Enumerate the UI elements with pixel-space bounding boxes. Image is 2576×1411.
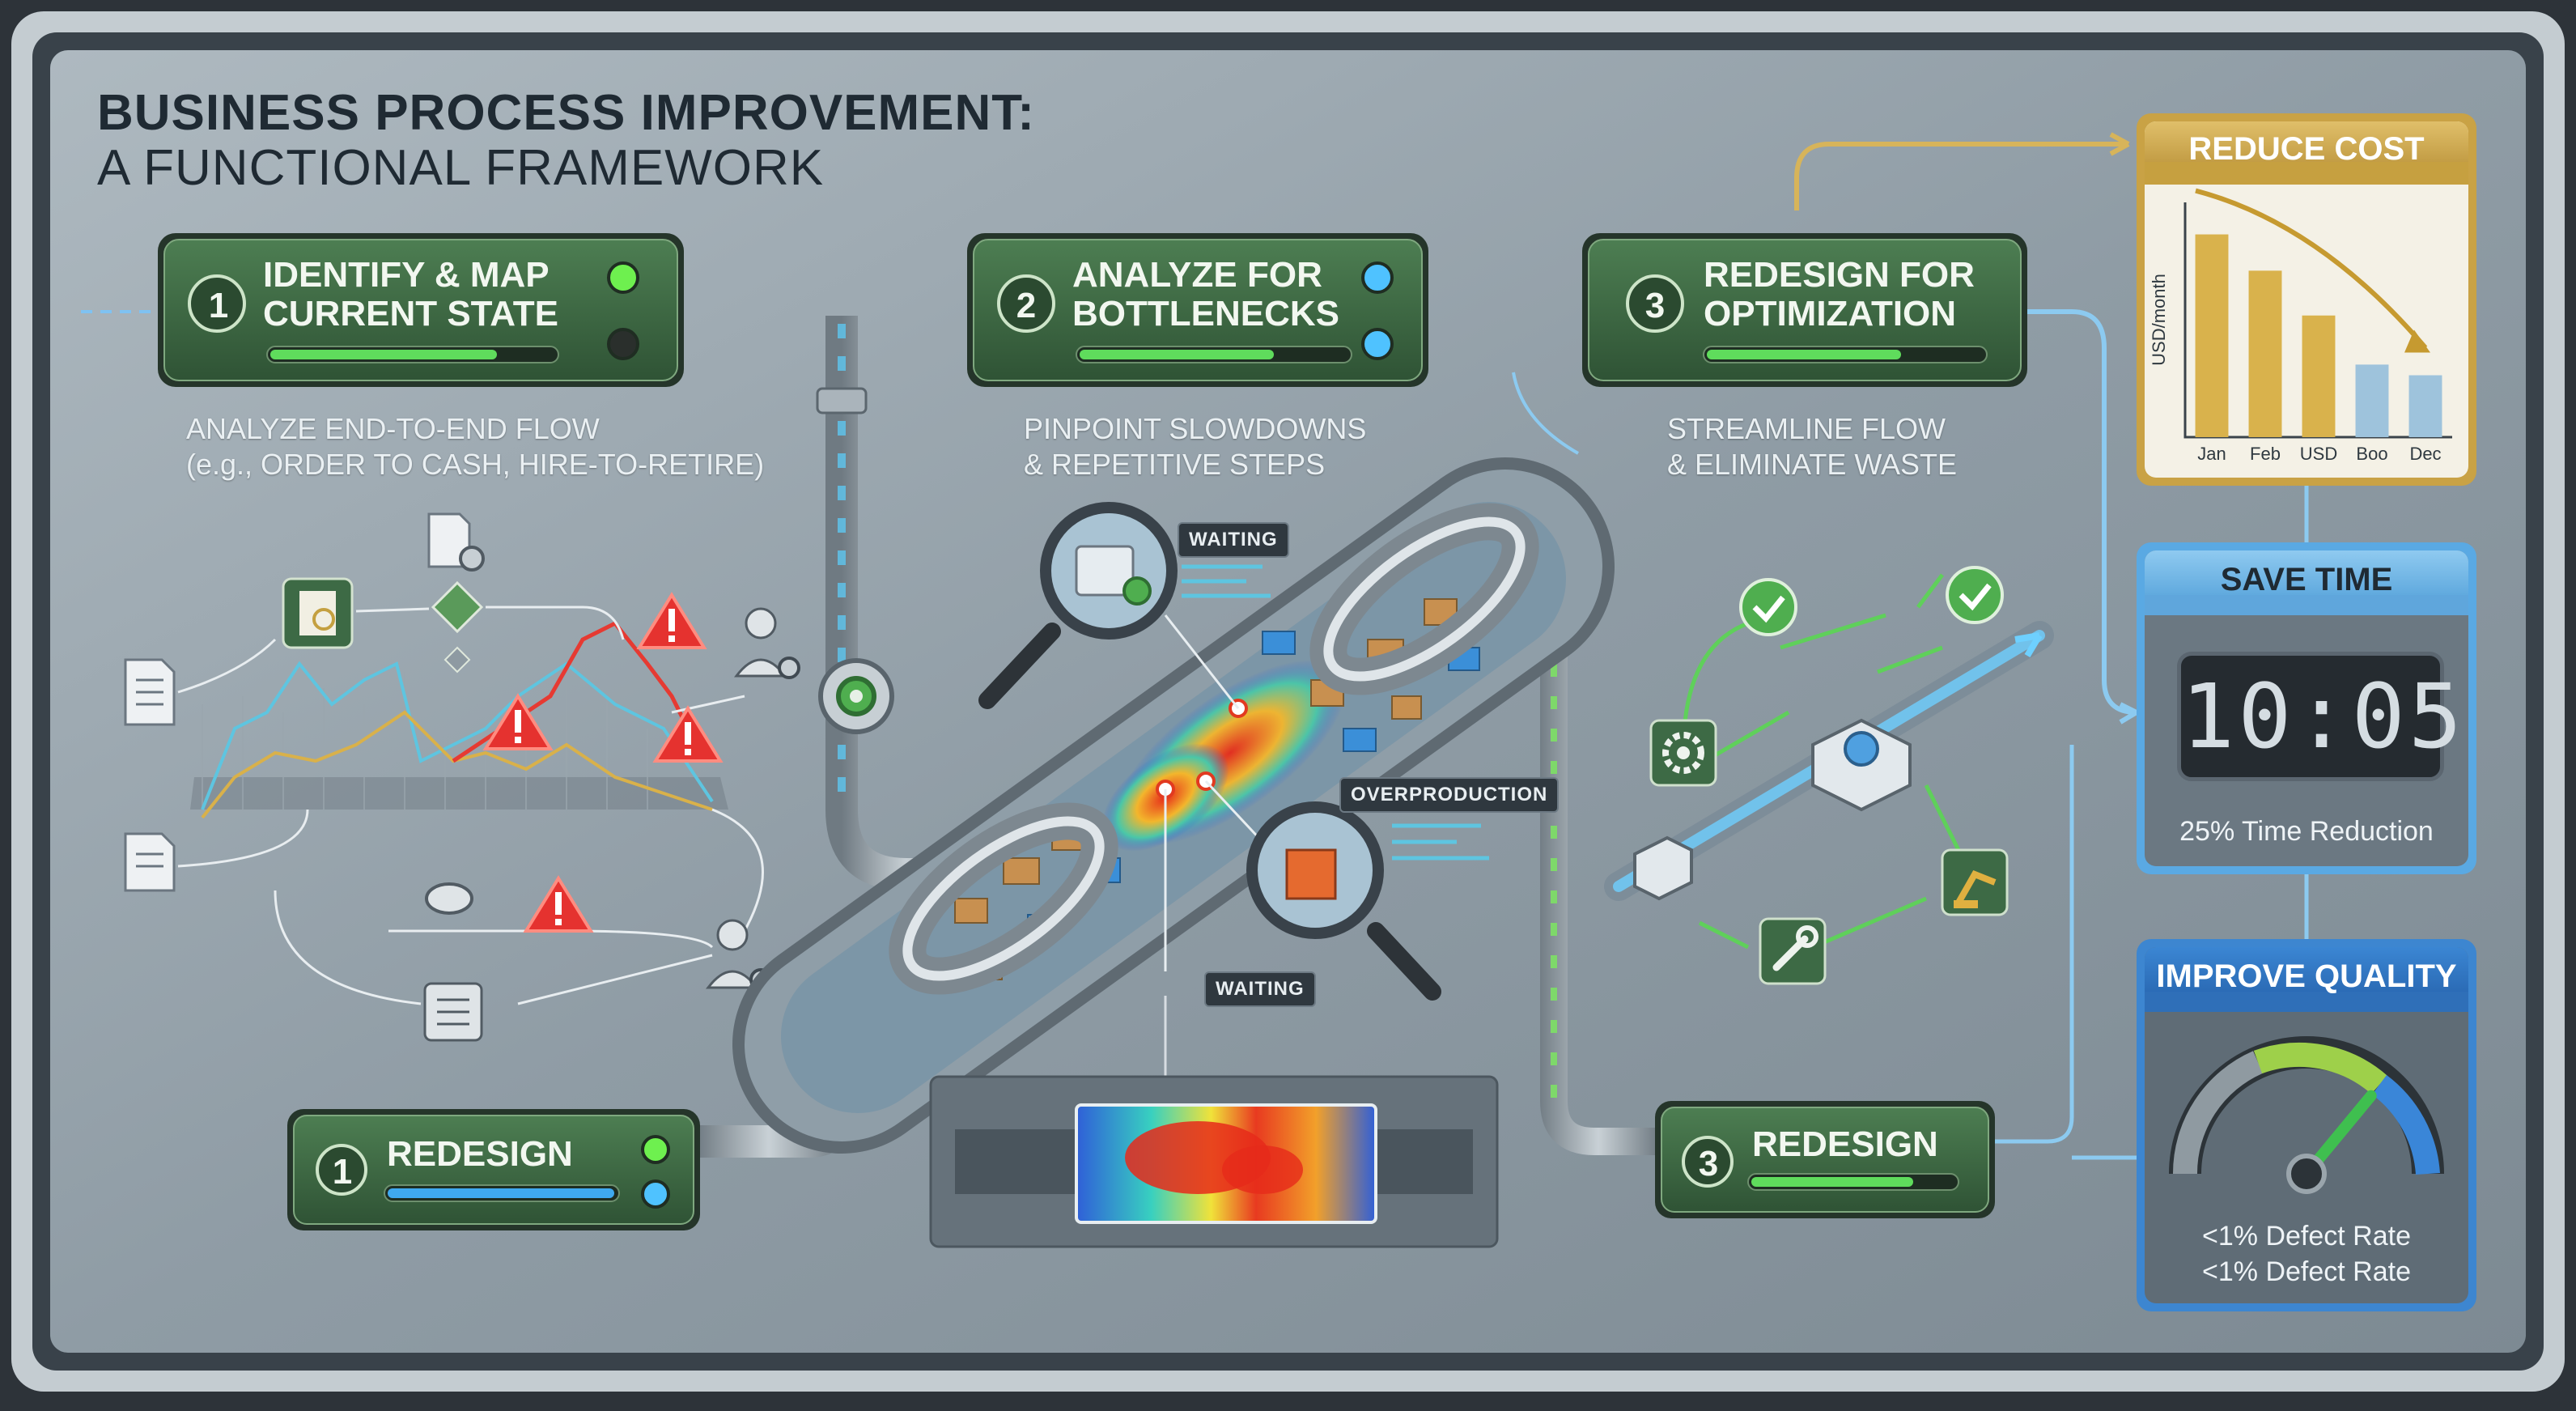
- defect-rate-caption: <1% Defect Rate: [2202, 1221, 2411, 1252]
- step-title-line: ANALYZE FOR: [1072, 255, 1322, 295]
- step-title-line: BOTTLENECKS: [1072, 294, 1339, 334]
- save-time-header: SAVE TIME: [2220, 562, 2393, 597]
- warning-icon: [636, 592, 707, 649]
- waiting-tag: WAITING: [1204, 971, 1316, 1007]
- pipe-collar: [889, 802, 1118, 995]
- clipboard-search-icon: [282, 577, 354, 649]
- page-title: BUSINESS PROCESS IMPROVEMENT:: [97, 85, 1035, 141]
- step-number-badge: [997, 274, 1055, 333]
- x-tick-label: Jan: [2197, 444, 2226, 464]
- defect-rate-caption: <1% Defect Rate: [2202, 1256, 2411, 1287]
- x-tick-label: Boo: [2356, 444, 2387, 464]
- user-gear-icon: [733, 607, 800, 679]
- pipe-collar: [1309, 503, 1539, 695]
- step-card-2: [967, 233, 1428, 387]
- step-number: 3: [1644, 286, 1666, 325]
- gear-valve-icon: [816, 387, 894, 734]
- cost-bar: [2195, 234, 2229, 437]
- step-number-badge: [188, 274, 246, 333]
- check-badge-icon: [1739, 578, 1797, 636]
- lower-card-1: [287, 1109, 700, 1230]
- lower-card-label: REDESIGN: [1752, 1124, 1938, 1164]
- step-caption: & ELIMINATE WASTE: [1667, 448, 1958, 481]
- x-tick-label: Dec: [2409, 444, 2441, 464]
- decision-diamond-icon: [443, 646, 471, 674]
- cost-bar: [2408, 375, 2442, 437]
- step-card-1: [158, 233, 684, 387]
- cost-chart: Jan Feb USD Boo Dec USD/month: [2149, 188, 2452, 464]
- list-lines: [1182, 564, 1489, 861]
- optimized-flow-diagram: [1604, 566, 2054, 985]
- bottleneck-pipe: [732, 457, 1615, 1154]
- warning-icon: [523, 875, 594, 933]
- time-reduction-caption: 25% Time Reduction: [2179, 816, 2434, 847]
- lower-card-3: [1655, 1101, 1995, 1218]
- wrench-icon: [1759, 917, 1827, 985]
- step-number: 1: [332, 1152, 353, 1192]
- magnifier-icon: [978, 502, 1178, 709]
- status-led-green: [607, 261, 639, 294]
- step-title-line: OPTIMIZATION: [1704, 294, 1957, 334]
- step-number-badge: [1626, 274, 1684, 333]
- step-caption: (e.g., ORDER TO CASH, HIRE-TO-RETIRE): [186, 448, 765, 481]
- page-subtitle: A FUNCTIONAL FRAMEWORK: [97, 140, 825, 196]
- step-caption: ANALYZE END-TO-END FLOW: [186, 412, 600, 445]
- document-icon: [124, 658, 176, 726]
- step-number: 2: [1016, 286, 1037, 325]
- warning-icon: [482, 693, 554, 750]
- process-module-icon: [1633, 835, 1693, 901]
- x-tick-label: Feb: [2250, 444, 2281, 464]
- process-module-icon: [1811, 718, 1912, 812]
- status-led-blue: [641, 1179, 670, 1209]
- cost-bar: [2302, 315, 2336, 437]
- status-led-green: [641, 1135, 670, 1164]
- y-axis-label: USD/month: [2149, 274, 2169, 366]
- step-caption: PINPOINT SLOWDOWNS: [1024, 412, 1367, 445]
- gear-icon: [1649, 719, 1717, 787]
- step-number-badge: [1682, 1136, 1734, 1188]
- document-icon: [124, 832, 176, 892]
- quality-gauge: [2169, 1036, 2444, 1194]
- heatmap-inset: [929, 1075, 1499, 1248]
- lower-card-label: REDESIGN: [387, 1134, 573, 1174]
- x-tick-label: USD: [2300, 444, 2337, 464]
- overproduction-tag: OVERPRODUCTION: [1339, 777, 1560, 813]
- magnifier-icon: [1246, 801, 1441, 1001]
- status-led-blue: [1361, 328, 1394, 360]
- step-title-line: CURRENT STATE: [263, 294, 559, 334]
- improve-quality-panel: [2137, 939, 2476, 1311]
- trend-arrow: [2195, 188, 2428, 350]
- robot-arm-icon: [1941, 848, 2009, 916]
- document-icon: [423, 982, 483, 1042]
- cost-bar: [2355, 364, 2389, 437]
- step-number: 3: [1698, 1144, 1719, 1184]
- step-card-3: [1582, 233, 2027, 387]
- check-badge-icon: [1946, 566, 2004, 624]
- step-number: 1: [208, 286, 229, 325]
- status-led-blue: [1361, 261, 1394, 294]
- waiting-tag: WAITING: [1178, 522, 1289, 558]
- process-node: [425, 882, 473, 915]
- timer-display: 10:05: [2177, 652, 2462, 781]
- document-gear-icon: [427, 512, 485, 572]
- status-led-off: [607, 328, 639, 360]
- step-title-line: IDENTIFY & MAP: [263, 255, 550, 295]
- step-caption: & REPETITIVE STEPS: [1024, 448, 1326, 481]
- reduce-cost-header: REDUCE COST: [2188, 131, 2425, 167]
- process-map-diagram: [124, 512, 800, 1042]
- step-number-badge: [316, 1144, 367, 1196]
- step-title-line: REDESIGN FOR: [1704, 255, 1975, 295]
- cost-bar: [2248, 270, 2282, 437]
- warning-icon: [652, 705, 724, 763]
- decision-diamond-icon: [431, 580, 484, 634]
- improve-quality-header: IMPROVE QUALITY: [2156, 958, 2457, 994]
- step-caption: STREAMLINE FLOW: [1667, 412, 1946, 445]
- trend-arrow-head: [2404, 329, 2430, 353]
